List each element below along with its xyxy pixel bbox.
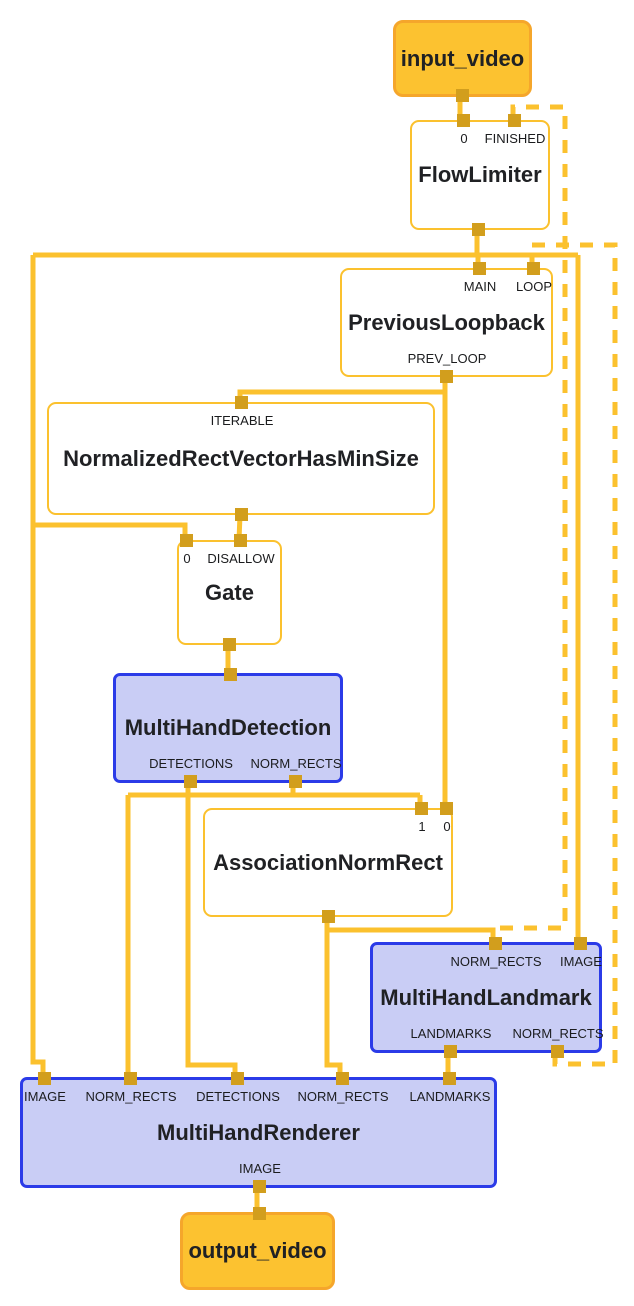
edge-backedge-to-flowlimiter-finished-backedge [500, 104, 568, 931]
port-label-flow_limiter-0: 0 [460, 131, 468, 146]
port-label-previous_loopback-prev_loop: PREV_LOOP [407, 351, 487, 366]
node-output_video[interactable]: output_video [180, 1207, 335, 1290]
edge-association-to-renderer-normrects [324, 930, 343, 1077]
port-marker-association_norm_rect-1[interactable] [415, 802, 428, 815]
port-marker-gate-0[interactable] [180, 534, 193, 547]
port-marker-multi_hand_landmark-norm_rects[interactable] [489, 937, 502, 950]
port-label-gate-0: 0 [183, 551, 191, 566]
port-label-multi_hand_renderer-norm_rects: NORM_RECTS [297, 1089, 389, 1104]
port-label-multi_hand_detection-detections: DETECTIONS [149, 756, 233, 771]
port-marker-multi_hand_renderer-image[interactable] [38, 1072, 51, 1085]
port-marker-multi_hand_renderer-landmarks[interactable] [443, 1072, 456, 1085]
port-marker-flow_limiter-0[interactable] [457, 114, 470, 127]
port-marker-multi_hand_renderer-norm_rects[interactable] [124, 1072, 137, 1085]
port-marker-association_norm_rect-stream[interactable] [322, 910, 335, 923]
port-label-association_norm_rect-0: 0 [443, 819, 451, 834]
port-label-multi_hand_renderer-norm_rects: NORM_RECTS [85, 1089, 177, 1104]
port-label-flow_limiter-finished: FINISHED [484, 131, 546, 146]
node-gate[interactable]: Gate 0 DISALLOW [177, 534, 282, 651]
node-title-multi_hand_renderer: MultiHandRenderer [157, 1119, 360, 1145]
port-label-multi_hand_renderer-image: IMAGE [239, 1161, 281, 1176]
port-marker-previous_loopback-prev_loop[interactable] [440, 370, 453, 383]
port-marker-previous_loopback-main[interactable] [473, 262, 486, 275]
port-label-multi_hand_renderer-image: IMAGE [24, 1089, 66, 1104]
port-marker-multi_hand_landmark-landmarks[interactable] [444, 1045, 457, 1058]
port-label-previous_loopback-main: MAIN [463, 279, 497, 294]
port-marker-gate-disallow[interactable] [234, 534, 247, 547]
node-title-normalized_rect_vector_has_min_size: NormalizedRectVectorHasMinSize [63, 445, 419, 471]
port-marker-input_video-stream[interactable] [456, 89, 469, 102]
edge-trunk-to-renderer-image [30, 255, 46, 1077]
node-title-association_norm_rect: AssociationNormRect [213, 849, 443, 875]
port-label-multi_hand_landmark-norm_rects: NORM_RECTS [512, 1026, 604, 1041]
node-association_norm_rect[interactable]: AssociationNormRect 1 0 [203, 802, 453, 923]
port-label-multi_hand_landmark-image: IMAGE [560, 954, 602, 969]
port-marker-multi_hand_renderer-image[interactable] [253, 1180, 266, 1193]
port-label-multi_hand_renderer-detections: DETECTIONS [196, 1089, 280, 1104]
port-marker-multi_hand_renderer-detections[interactable] [231, 1072, 244, 1085]
port-marker-normalized_rect_vector_has_min_size-stream[interactable] [235, 508, 248, 521]
node-previous_loopback[interactable]: PreviousLoopback MAIN LOOP PREV_LOOP [340, 262, 553, 383]
node-input_video[interactable]: input_video [393, 20, 532, 102]
edge-prevloop-to-minsize-iterable [237, 389, 445, 402]
port-marker-gate-stream[interactable] [223, 638, 236, 651]
node-normalized_rect_vector_has_min_size[interactable]: NormalizedRectVectorHasMinSize ITERABLE [47, 396, 435, 521]
port-marker-previous_loopback-loop[interactable] [527, 262, 540, 275]
node-title-previous_loopback: PreviousLoopback [348, 309, 545, 335]
port-marker-flow_limiter-finished[interactable] [508, 114, 521, 127]
port-marker-flow_limiter-stream[interactable] [472, 223, 485, 236]
port-label-normalized_rect_vector_has_min_size-iterable: ITERABLE [210, 413, 274, 428]
node-title-input_video: input_video [400, 45, 525, 71]
edge-association-to-landmark-normrects [324, 917, 496, 942]
node-title-multi_hand_landmark: MultiHandLandmark [380, 984, 592, 1010]
port-label-previous_loopback-loop: LOOP [515, 279, 553, 294]
port-marker-association_norm_rect-0[interactable] [440, 802, 453, 815]
port-marker-output_video-stream[interactable] [253, 1207, 266, 1220]
port-marker-normalized_rect_vector_has_min_size-iterable[interactable] [235, 396, 248, 409]
node-title-multi_hand_detection: MultiHandDetection [124, 715, 332, 740]
port-marker-multi_hand_detection-stream[interactable] [224, 668, 237, 681]
port-marker-multi_hand_detection-norm_rects[interactable] [289, 775, 302, 788]
node-title-flow_limiter: FlowLimiter [418, 162, 542, 187]
node-flow_limiter[interactable]: FlowLimiter 0 FINISHED [410, 114, 550, 236]
port-label-multi_hand_detection-norm_rects: NORM_RECTS [250, 756, 342, 771]
port-marker-multi_hand_landmark-norm_rects[interactable] [551, 1045, 564, 1058]
port-label-association_norm_rect-1: 1 [418, 819, 426, 834]
node-title-output_video: output_video [188, 1238, 327, 1263]
port-marker-multi_hand_detection-detections[interactable] [184, 775, 197, 788]
port-label-multi_hand_landmark-norm_rects: NORM_RECTS [450, 954, 542, 969]
port-label-gate-disallow: DISALLOW [207, 551, 275, 566]
node-title-gate: Gate [205, 579, 254, 605]
port-marker-multi_hand_landmark-image[interactable] [574, 937, 587, 950]
edge-trunk-to-gate-0 [33, 522, 188, 540]
port-marker-multi_hand_renderer-norm_rects[interactable] [336, 1072, 349, 1085]
edge-detection-detections-to-renderer [185, 783, 238, 1077]
edge-landmark-normrects-to-previousloopback-loop-backedge [529, 242, 618, 1067]
port-label-multi_hand_renderer-landmarks: LANDMARKS [409, 1089, 491, 1104]
port-label-multi_hand_landmark-landmarks: LANDMARKS [410, 1026, 492, 1041]
